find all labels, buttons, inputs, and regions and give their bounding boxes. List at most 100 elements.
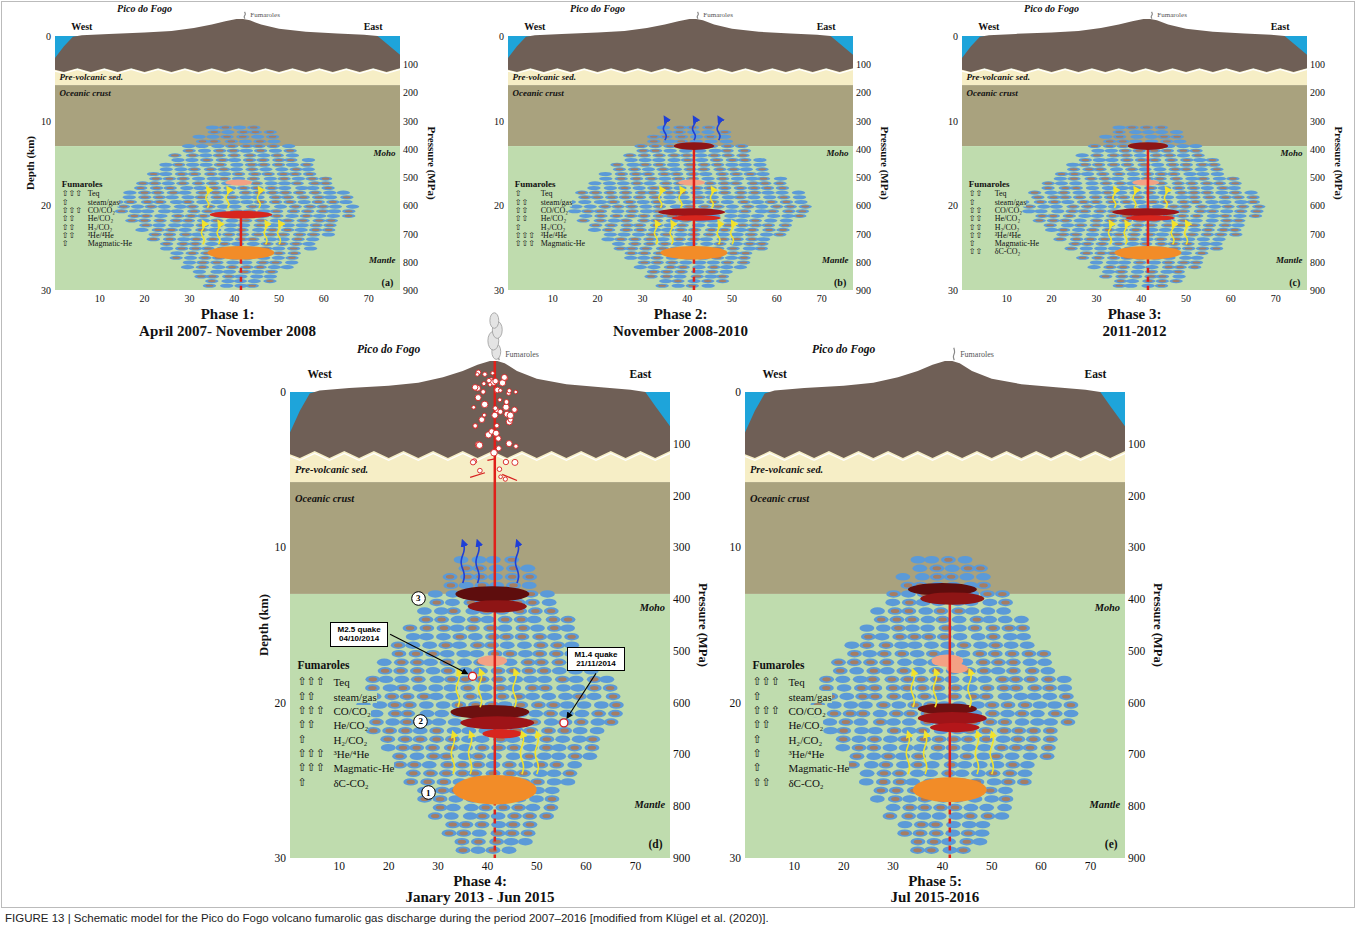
lens: [777, 195, 790, 199]
lens-core: [290, 252, 298, 254]
lens: [737, 260, 750, 264]
lens: [697, 167, 710, 171]
lens-core: [597, 210, 605, 212]
lens: [652, 153, 665, 157]
lens: [598, 205, 611, 209]
lens-core: [639, 150, 647, 152]
lens-core: [172, 257, 180, 259]
lens: [460, 573, 475, 580]
lens: [1185, 233, 1198, 237]
lens: [1159, 228, 1172, 232]
lens: [638, 153, 651, 157]
lens: [1153, 177, 1166, 181]
lens-core: [578, 192, 586, 194]
lens-core: [1199, 178, 1207, 180]
lens-core: [1115, 233, 1123, 235]
lens: [1151, 205, 1164, 209]
gas-flux-arrow: [1133, 188, 1136, 208]
lens-core: [1185, 247, 1193, 249]
lens-core: [272, 261, 280, 263]
lens: [773, 181, 786, 185]
lens: [1093, 167, 1106, 171]
lens: [1215, 191, 1228, 195]
lens: [1084, 177, 1097, 181]
lens-core: [1210, 164, 1218, 166]
volcano-section: [55, 12, 400, 290]
lens-core: [1203, 192, 1211, 194]
lens: [275, 242, 288, 246]
lens-core: [1255, 206, 1263, 208]
lens: [280, 265, 293, 269]
lens: [192, 177, 205, 181]
lens: [719, 270, 732, 274]
lens-core: [1231, 182, 1239, 184]
lens: [667, 163, 680, 167]
lens-core: [1026, 206, 1034, 208]
lens-core: [156, 219, 164, 221]
lens: [1189, 149, 1202, 153]
lens: [1096, 172, 1109, 176]
fumarole-icon: [1151, 12, 1152, 19]
lens-core: [704, 280, 712, 282]
lens-core: [272, 196, 280, 198]
lens: [611, 205, 624, 209]
magma-sill: [658, 208, 725, 216]
lens-core: [284, 196, 292, 198]
lens: [1207, 163, 1220, 167]
lens-core: [243, 145, 251, 147]
lens: [1209, 242, 1222, 246]
lens-core: [1157, 238, 1165, 240]
lens: [623, 153, 636, 157]
gas-flux-arrow: [679, 188, 682, 208]
lens-core: [649, 192, 657, 194]
lens-core: [780, 196, 788, 198]
lens: [739, 251, 752, 255]
lens-core: [203, 159, 211, 161]
lens: [1226, 177, 1239, 181]
lens: [643, 237, 656, 241]
lens-core: [549, 618, 557, 622]
lens-core: [303, 164, 311, 166]
lens: [189, 246, 202, 250]
lens: [138, 195, 151, 199]
lens: [1161, 149, 1174, 153]
lens: [1101, 223, 1114, 227]
lens: [1127, 233, 1140, 237]
lens: [1151, 163, 1164, 167]
lens-core: [1116, 182, 1124, 184]
lens: [1094, 246, 1107, 250]
lens-core: [1080, 201, 1088, 203]
lens: [1068, 242, 1081, 246]
lens: [686, 284, 699, 288]
lens: [721, 200, 734, 204]
lens: [1194, 209, 1207, 213]
lens: [326, 200, 339, 204]
lens-core: [601, 206, 609, 208]
lens-core: [744, 206, 752, 208]
lens-core: [184, 201, 192, 203]
lens-core: [163, 243, 171, 245]
lens-core: [1081, 210, 1089, 212]
lens: [150, 186, 163, 190]
lens-core: [689, 173, 697, 175]
lens: [136, 181, 149, 185]
lens: [181, 265, 194, 269]
lens: [1069, 181, 1082, 185]
lens: [340, 195, 353, 199]
lens-core: [1071, 243, 1079, 245]
lens: [328, 209, 341, 213]
lens-core: [156, 201, 164, 203]
lens-core: [663, 271, 671, 273]
lens: [749, 223, 762, 227]
lens-core: [294, 238, 302, 240]
lens-core: [779, 229, 787, 231]
sediment-fault-line: [290, 453, 670, 460]
lens: [584, 205, 597, 209]
lens: [243, 158, 256, 162]
lens-core: [1183, 159, 1191, 161]
lens: [763, 195, 776, 199]
lens: [327, 214, 340, 218]
lens-core: [1165, 266, 1173, 268]
lens-core: [740, 257, 748, 259]
lens: [577, 219, 590, 223]
